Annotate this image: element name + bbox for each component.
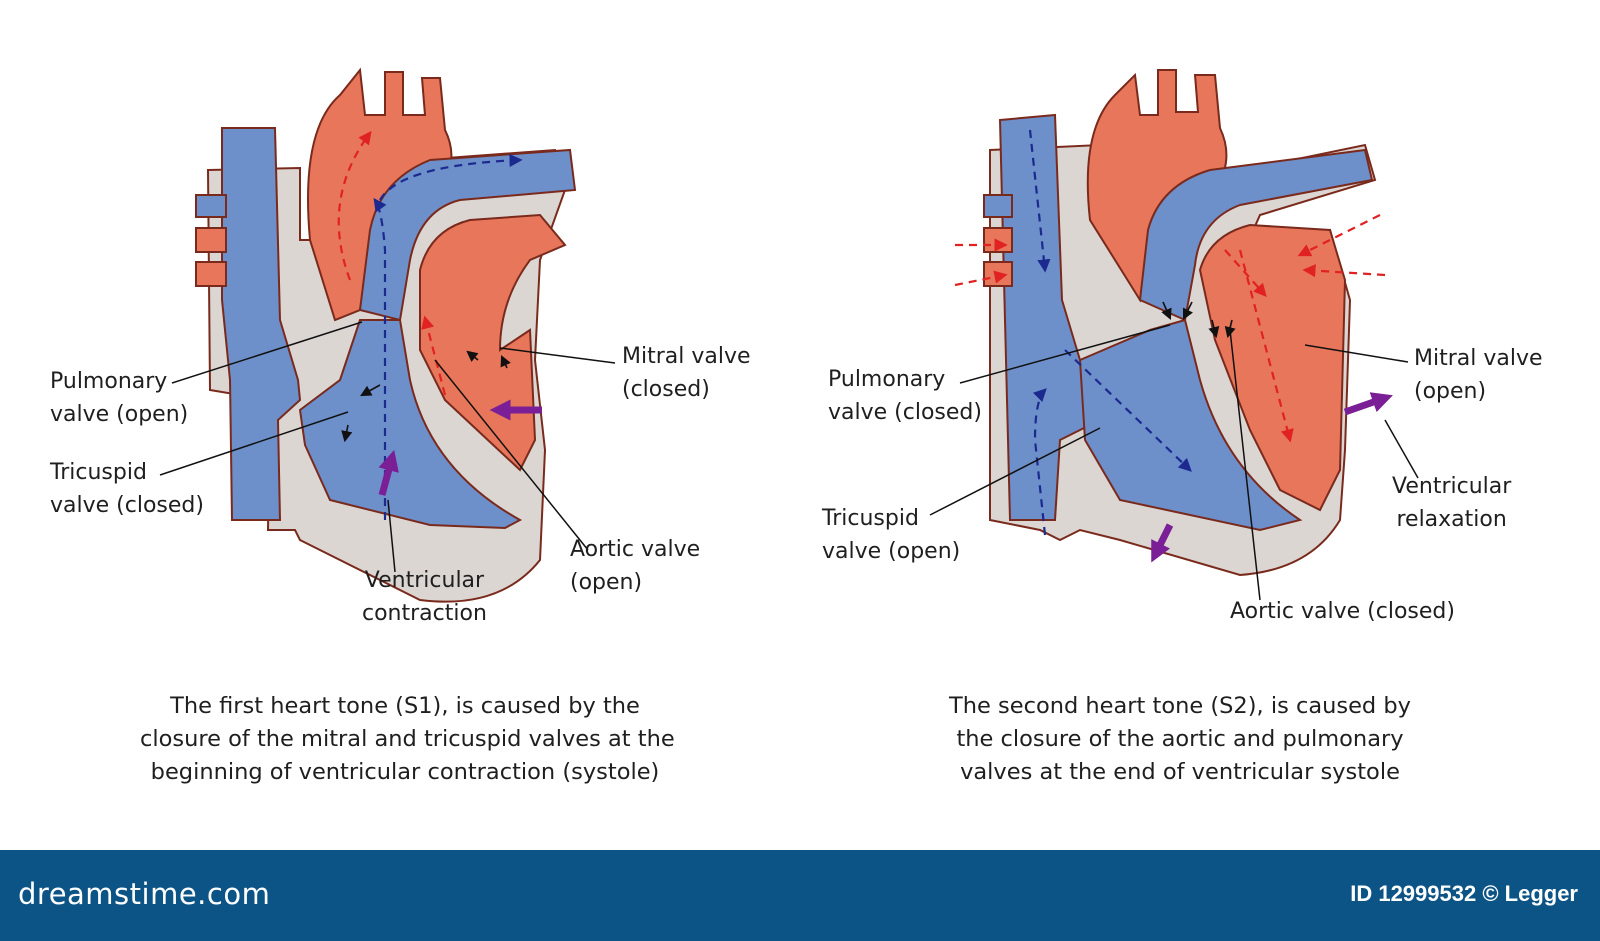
dreamstime-logo[interactable]: dreamstime.com [18, 877, 270, 911]
pulmonary-vein [984, 262, 1012, 286]
pulmonary-vein [984, 228, 1012, 252]
pulmonary-vein [196, 262, 226, 286]
label-line: Ventricular [1392, 470, 1511, 503]
aortic-valve-closed-label: Aortic valve (closed) [1230, 595, 1455, 628]
pulmonary-valve-closed-label: Pulmonary valve (closed) [828, 363, 982, 429]
label-line: valve (closed) [50, 489, 204, 522]
label-line: valve (closed) [828, 396, 982, 429]
aortic-valve-open-label: Aortic valve (open) [570, 533, 700, 599]
caption-line: The first heart tone (S1), is caused by … [140, 690, 670, 723]
heart-s1 [160, 70, 615, 602]
label-line: Mitral valve [1414, 342, 1543, 375]
pulmonary-vein [196, 195, 226, 217]
mitral-valve-open-label: Mitral valve (open) [1414, 342, 1543, 408]
footer-band: dreamstime.com ID 12999532 © Legger [0, 850, 1600, 941]
heart-s2 [930, 70, 1418, 600]
label-line: Tricuspid [50, 456, 204, 489]
ventricular-contraction-label: Ventricular contraction [362, 564, 487, 630]
pulmonary-vein [196, 228, 226, 252]
s2-caption: The second heart tone (S2), is caused by… [920, 690, 1440, 789]
caption-line: closure of the mitral and tricuspid valv… [140, 723, 670, 756]
label-line: Mitral valve [622, 340, 751, 373]
label-line: Ventricular [362, 564, 487, 597]
s1-caption: The first heart tone (S1), is caused by … [140, 690, 670, 789]
label-line: (closed) [622, 373, 751, 406]
label-line: Pulmonary [50, 365, 188, 398]
mitral-valve-closed-label: Mitral valve (closed) [622, 340, 751, 406]
label-line: (open) [1414, 375, 1543, 408]
ventricular-relaxation-label: Ventricular relaxation [1392, 470, 1511, 536]
label-line: (open) [570, 566, 700, 599]
caption-line: the closure of the aortic and pulmonary [920, 723, 1440, 756]
label-line: valve (open) [822, 535, 960, 568]
label-line: Aortic valve (closed) [1230, 595, 1455, 628]
label-line: Aortic valve [570, 533, 700, 566]
caption-line: beginning of ventricular contraction (sy… [140, 756, 670, 789]
relaxation-arrow [1345, 398, 1385, 412]
caption-line: The second heart tone (S2), is caused by [920, 690, 1440, 723]
label-line: relaxation [1392, 503, 1511, 536]
label-line: Tricuspid [822, 502, 960, 535]
pulmonary-vein [984, 195, 1012, 217]
tricuspid-valve-closed-label: Tricuspid valve (closed) [50, 456, 204, 522]
pulmonary-valve-open-label: Pulmonary valve (open) [50, 365, 188, 431]
label-line: Pulmonary [828, 363, 982, 396]
image-id-credit: ID 12999532 © Legger [1350, 881, 1578, 907]
label-line: contraction [362, 597, 487, 630]
tricuspid-valve-open-label: Tricuspid valve (open) [822, 502, 960, 568]
caption-line: valves at the end of ventricular systole [920, 756, 1440, 789]
label-line: valve (open) [50, 398, 188, 431]
